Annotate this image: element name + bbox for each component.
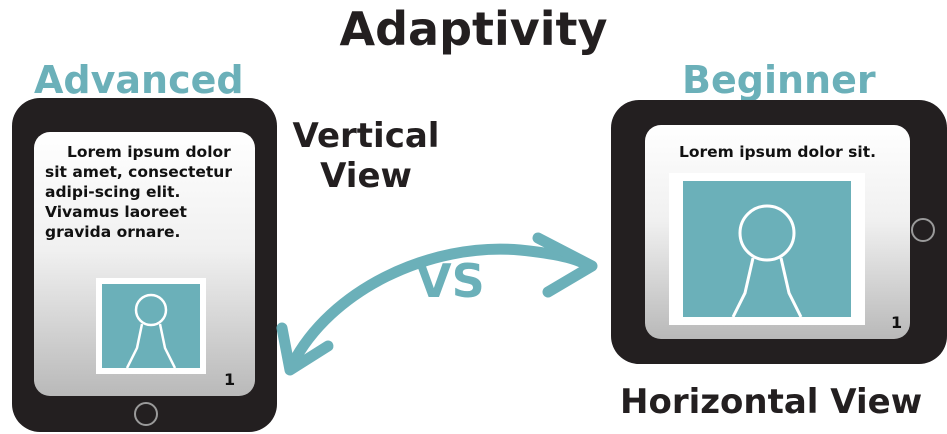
horizontal-page-number: 1: [891, 313, 903, 332]
double-arrow-icon: [276, 232, 598, 376]
vertical-paragraph: Lorem ipsum dolor sit amet, consectetur …: [45, 143, 232, 241]
vertical-tablet-screen: Lorem ipsum dolor sit amet, consectetur …: [34, 132, 255, 396]
vertical-view-label-line1: Vertical: [292, 116, 440, 156]
person-placeholder-icon: [125, 293, 177, 368]
horizontal-photo-frame: [669, 173, 865, 325]
diagram-title: Adaptivity: [339, 2, 608, 56]
vertical-tablet: Lorem ipsum dolor sit amet, consectetur …: [12, 98, 277, 432]
horizontal-tablet-screen: Lorem ipsum dolor sit. 1: [645, 125, 910, 339]
vertical-view-label-line2: View: [320, 156, 412, 196]
horizontal-photo: [683, 181, 851, 317]
beginner-label: Beginner: [682, 58, 876, 102]
vertical-page-number: 1: [224, 370, 236, 389]
vertical-view-label: Vertical View: [286, 116, 446, 196]
vs-label: VS: [416, 254, 485, 308]
horizontal-paragraph: Lorem ipsum dolor sit.: [678, 143, 877, 161]
advanced-label: Advanced: [34, 58, 244, 102]
home-button-icon: [911, 218, 935, 242]
home-button-icon: [134, 402, 158, 426]
person-placeholder-icon: [731, 204, 803, 317]
horizontal-view-label: Horizontal View: [620, 382, 923, 422]
vertical-photo-frame: [96, 278, 206, 374]
horizontal-tablet: Lorem ipsum dolor sit. 1: [611, 100, 947, 364]
vertical-photo: [102, 284, 200, 368]
